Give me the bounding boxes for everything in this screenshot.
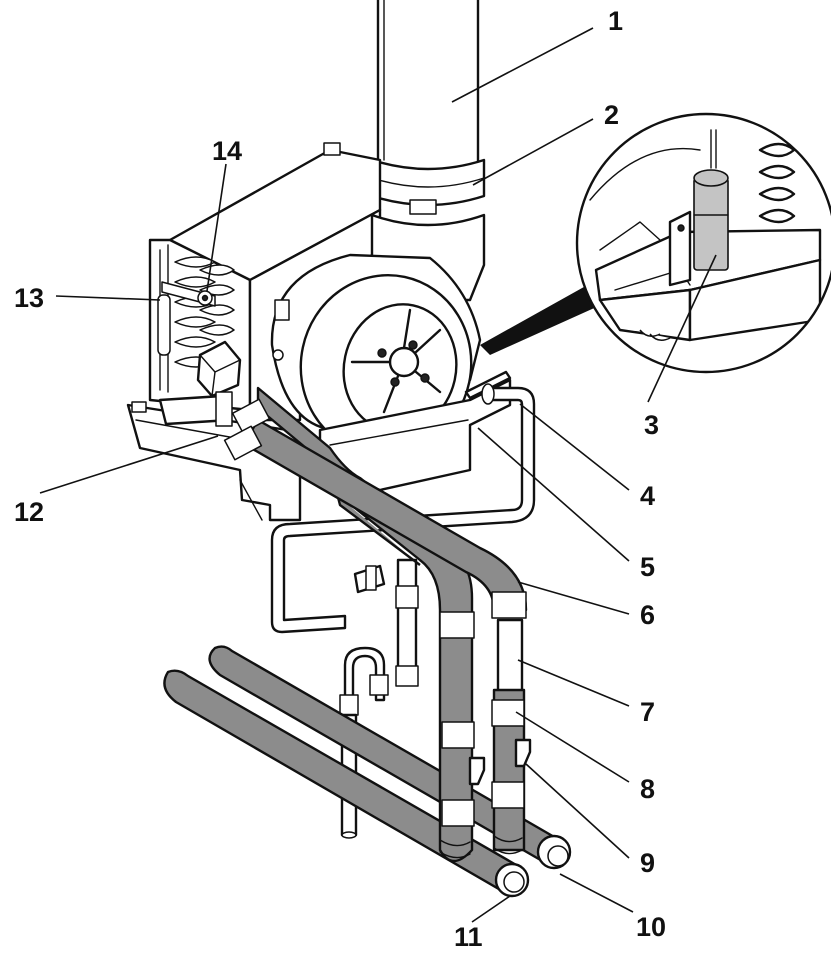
insulated-main-pipe-front xyxy=(163,669,530,898)
leader-4 xyxy=(519,403,630,491)
side-fitting xyxy=(353,564,386,594)
leader-9 xyxy=(525,763,630,859)
callout-7: 7 xyxy=(640,697,655,727)
front-fitting xyxy=(158,391,233,427)
shut-off-valves xyxy=(468,738,532,786)
callout-4: 4 xyxy=(640,481,655,511)
sensor-probe xyxy=(693,129,729,271)
leader-7 xyxy=(517,659,630,707)
callout-1: 1 xyxy=(608,6,623,36)
leader-13 xyxy=(55,295,161,301)
leader-3 xyxy=(647,254,717,403)
leader-10 xyxy=(559,873,634,913)
hose-clamps xyxy=(223,398,527,827)
flue-clamp xyxy=(370,158,486,215)
callout-9: 9 xyxy=(640,848,655,878)
flue-pipe xyxy=(376,0,480,174)
callout-13: 13 xyxy=(14,283,44,313)
coil-connector xyxy=(197,290,213,306)
return-pipe xyxy=(492,618,526,852)
leader-1 xyxy=(451,27,594,103)
callout-2: 2 xyxy=(604,100,619,130)
fan-housing xyxy=(270,213,486,456)
leader-11 xyxy=(471,895,511,923)
pipe-straps xyxy=(439,835,523,859)
leader-14 xyxy=(206,163,227,292)
callout-12: 12 xyxy=(14,497,44,527)
leader-2 xyxy=(472,118,594,186)
leader-5 xyxy=(477,427,630,562)
callout-5: 5 xyxy=(640,552,655,582)
leader-6 xyxy=(517,581,630,615)
callout-6: 6 xyxy=(640,600,655,630)
callout-labels: 1 2 3 4 5 6 7 8 9 10 11 12 13 14 xyxy=(14,6,666,952)
leader-12 xyxy=(39,435,219,494)
callout-8: 8 xyxy=(640,774,655,804)
callout-14: 14 xyxy=(212,136,242,166)
inset-detail xyxy=(575,112,831,374)
callout-11: 11 xyxy=(454,922,483,952)
inset-pointer xyxy=(480,278,612,355)
frame-tube xyxy=(270,383,536,634)
callout-3: 3 xyxy=(644,410,659,440)
callout-10: 10 xyxy=(636,912,666,942)
leader-8 xyxy=(515,711,630,783)
leader-lines xyxy=(39,27,717,923)
drain-riser xyxy=(395,558,419,687)
gas-valve-block xyxy=(196,340,242,398)
